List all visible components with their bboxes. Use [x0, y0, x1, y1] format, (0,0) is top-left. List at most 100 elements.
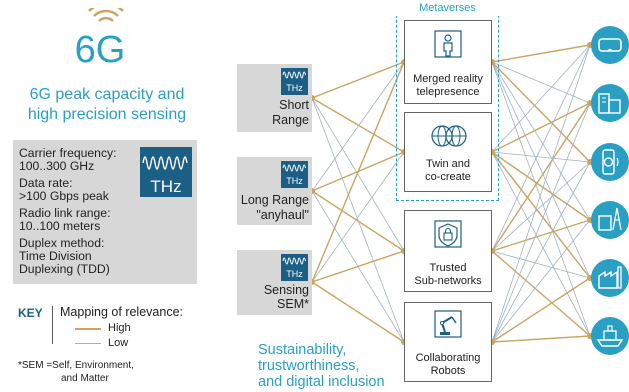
low-relevance-link [491, 151, 591, 163]
source-label-line-1: Long Range [240, 193, 309, 207]
low-relevance-link [311, 97, 405, 343]
source-label-line-2: "anyhaul" [256, 208, 309, 222]
source-box-sensing: THz Sensing SEM* [237, 250, 312, 315]
high-relevance-link [311, 61, 405, 283]
carrier-label: Carrier frequency: [19, 146, 117, 160]
low-relevance-link [311, 151, 405, 283]
high-relevance-link [311, 190, 405, 252]
low-relevance-link [491, 219, 591, 343]
range-label: Radio link range: [19, 206, 111, 220]
high-relevance-link [491, 102, 591, 153]
thz-small-label: THz [286, 176, 303, 186]
high-relevance-link [311, 97, 405, 153]
low-relevance-link [491, 44, 591, 153]
duplex-value-2: Duplexing (TDD) [19, 262, 110, 276]
thz-badge-small: THz [281, 161, 308, 188]
ship-icon [591, 317, 629, 355]
rate-label: Data rate: [19, 176, 73, 190]
key-high-line [75, 328, 101, 330]
low-relevance-link [491, 61, 591, 221]
thz-small-label: THz [286, 269, 303, 279]
capability-label-2: telepresence [416, 86, 480, 98]
low-relevance-link [491, 61, 591, 104]
footnote-line-1: *SEM =Self, Environment, [18, 360, 134, 371]
capability-twin-co-create: Twin and co-create [404, 112, 492, 192]
low-relevance-link [491, 151, 591, 337]
duplex-label: Duplex method: [19, 236, 105, 250]
source-box-long-range: THz Long Range "anyhaul" [237, 157, 312, 225]
range-value: 10..100 meters [19, 219, 101, 233]
thz-wave-icon [142, 156, 188, 170]
source-label-line-2: SEM* [277, 297, 309, 311]
rate-value: >100 Gbps peak [19, 189, 109, 203]
source-box-short-range: THz Short Range [237, 64, 312, 132]
person-scan-icon [434, 30, 462, 58]
title-line-2: high precision sensing [27, 106, 187, 123]
thz-badge-label: THz [150, 177, 182, 196]
high-relevance-link [311, 61, 405, 99]
secure-lock-icon [434, 220, 462, 248]
low-relevance-link [491, 61, 591, 279]
capability-merged-reality: Merged reality telepresence [404, 20, 492, 104]
high-relevance-link [311, 250, 405, 283]
low-relevance-link [491, 161, 591, 252]
6g-logo-text: 6G [75, 29, 126, 64]
key-low-line [75, 343, 101, 344]
low-relevance-link [491, 102, 591, 343]
source-label-line-1: Sensing [263, 283, 309, 297]
spec-box: Carrier frequency: 100..300 GHz Data rat… [13, 140, 197, 284]
title-line-1: 6G peak capacity and [29, 86, 185, 103]
thz-badge-small: THz [281, 254, 308, 281]
high-relevance-link [491, 277, 591, 343]
high-relevance-link [491, 44, 591, 63]
capability-label-1: Trusted [429, 262, 467, 274]
capability-trusted-subnetworks: Trusted Sub-networks [404, 210, 492, 292]
source-label-line-1: Short [279, 98, 309, 112]
low-relevance-link [491, 250, 591, 279]
capability-label-1: Twin and [425, 158, 471, 170]
high-relevance-link [491, 335, 591, 343]
capability-collaborating-robots: Collaborating Robots [404, 302, 492, 382]
key-high-label: High [108, 322, 131, 334]
metaverses-label: Metaverses [396, 2, 499, 16]
low-relevance-link [311, 61, 405, 192]
sustainability-line-3: and digital inclusion [258, 374, 385, 390]
twin-globe-icon [431, 125, 467, 147]
high-relevance-link [311, 281, 405, 343]
high-relevance-link [491, 102, 591, 252]
capability-label-2: Robots [430, 365, 466, 377]
high-relevance-link [491, 219, 591, 252]
capability-label-2: co-create [425, 171, 471, 183]
carrier-value: 100..300 GHz [19, 159, 95, 173]
6g-logo: 6G [75, 8, 126, 64]
low-relevance-link [491, 44, 591, 252]
high-relevance-link [491, 151, 591, 221]
vr-headset-icon [591, 26, 629, 64]
cell-tower-building-icon [591, 201, 629, 239]
capability-label-1: Merged reality [413, 73, 483, 85]
smartwatch-icon [591, 143, 629, 181]
low-relevance-link [491, 161, 591, 343]
thz-small-label: THz [286, 83, 303, 93]
low-relevance-link [491, 61, 591, 337]
thz-badge-large: THz [140, 147, 192, 197]
key-divider [52, 306, 53, 344]
key-heading: Mapping of relevance: [60, 305, 183, 319]
smart-city-icon [591, 84, 629, 122]
key-title: KEY [18, 306, 43, 320]
factory-icon [591, 259, 629, 297]
low-relevance-link [311, 97, 405, 252]
capability-label-2: Sub-networks [414, 275, 482, 287]
low-relevance-link [491, 44, 591, 343]
footnote-line-2: and Matter [61, 373, 109, 384]
high-relevance-link [491, 250, 591, 337]
robot-arm-icon [434, 310, 462, 338]
sustainability-line-1: Sustainability, [258, 342, 347, 358]
high-relevance-link [491, 61, 591, 163]
high-relevance-link [491, 151, 591, 279]
thz-badge-small: THz [281, 68, 308, 95]
duplex-value-1: Time Division [19, 249, 92, 263]
source-label-line-2: Range [272, 113, 309, 127]
capability-label-1: Collaborating [415, 352, 481, 364]
